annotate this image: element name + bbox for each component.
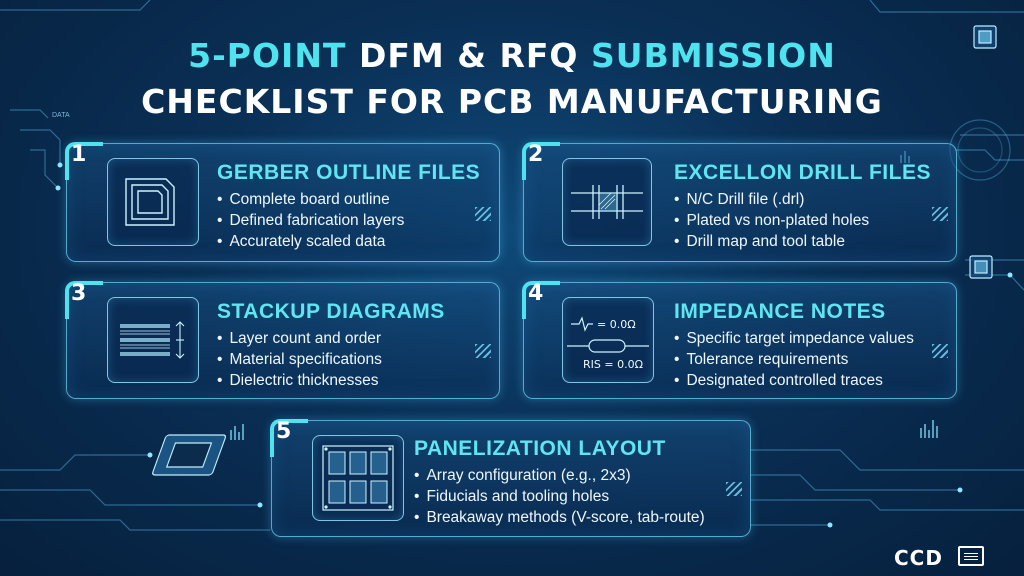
number-corner [65,142,103,180]
card-stackup: 3 STACKUP DIAGRAMS Layer count and order… [65,281,500,399]
list-item: Fiducials and tooling holes [414,486,705,507]
list-item: Tolerance requirements [674,349,914,370]
card-impedance: 4 = 0.0Ω RIS = 0.0Ω IMPEDANCE NOTES Spec… [522,281,957,399]
brand-logo-icon [958,546,984,566]
corner-stripes [932,344,948,358]
brand-logo-text: CCD [894,546,943,570]
number-corner [522,142,560,180]
card-heading: EXCELLON DRILL FILES [674,161,931,184]
list-item: N/C Drill file (.drl) [674,189,869,210]
card-number: 5 [276,419,292,444]
gerber-outline-icon [107,158,199,246]
card-excellon: 2 EXCELLON DRILL FILES N/C Drill file (.… [522,142,957,262]
corner-stripes [726,482,742,496]
list-item: Plated vs non-plated holes [674,210,869,231]
list-item: Accurately scaled data [217,231,404,252]
card-items: Complete board outline Defined fabricati… [217,189,404,252]
data-label: DATA [52,112,70,119]
number-corner [270,419,308,457]
card-heading: GERBER OUTLINE FILES [217,161,481,184]
title-part2: DFM & RFQ [358,36,579,75]
list-item: Specific target impedance values [674,328,913,349]
list-item: Layer count and order [217,328,382,349]
impedance-bottom-value: RIS = 0.0Ω [583,358,643,371]
list-item: Material specifications [217,349,381,370]
panel-array-icon [312,435,404,521]
card-number: 3 [71,281,87,306]
list-item: Array configuration (e.g., 2x3) [414,465,705,486]
page-title-line2: CHECKLIST FOR PCB MANUFACTURING [141,82,883,121]
card-number: 1 [71,142,87,167]
card-number: 2 [528,142,544,167]
drill-icon [562,158,652,246]
corner-stripes [932,207,948,221]
number-corner [65,281,103,319]
card-heading: PANELIZATION LAYOUT [414,437,666,460]
list-item: Dielectric thicknesses [217,370,382,391]
list-item: Complete board outline [217,189,404,210]
list-item: Breakaway methods (V-score, tab-route) [414,507,704,528]
impedance-top-value: = 0.0Ω [597,318,636,331]
stackup-icon [107,297,199,383]
card-heading: IMPEDANCE NOTES [674,300,886,323]
corner-stripes [475,207,491,221]
card-panelization: 5 PANELIZATION LAYOUT Array configuratio… [270,419,751,537]
list-item: Defined fabrication layers [217,210,404,231]
title-part3: SUBMISSION [591,36,836,75]
card-items: N/C Drill file (.drl) Plated vs non-plat… [674,189,869,252]
title-part1: 5-POINT [188,36,347,75]
card-items: Array configuration (e.g., 2x3) Fiducial… [414,465,705,528]
card-items: Specific target impedance values Toleran… [674,328,914,391]
card-number: 4 [528,281,544,306]
card-gerber: 1 GERBER OUTLINE FILES Complete board ou… [65,142,500,262]
list-item: Drill map and tool table [674,231,869,252]
number-corner [522,281,560,319]
corner-stripes [475,344,491,358]
page-title-line1: 5-POINT DFM & RFQ SUBMISSION [0,36,1024,75]
list-item: Designated controlled traces [674,370,914,391]
card-items: Layer count and order Material specifica… [217,328,382,391]
impedance-icon: = 0.0Ω RIS = 0.0Ω [562,297,654,383]
card-heading: STACKUP DIAGRAMS [217,300,445,323]
